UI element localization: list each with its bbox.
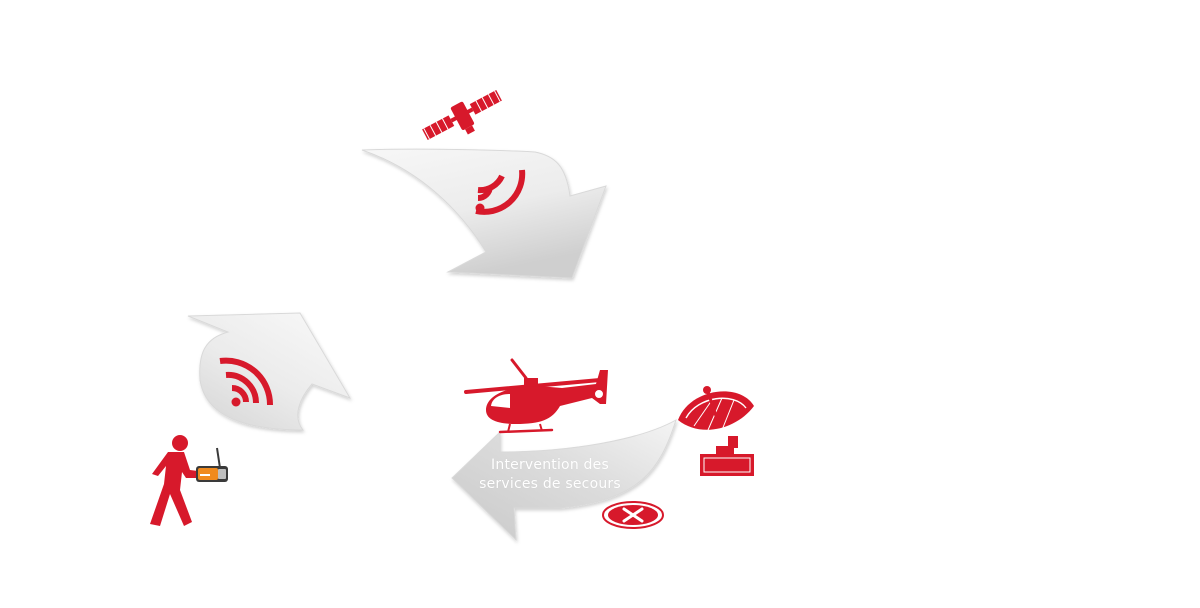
satellite-dish-icon — [678, 386, 754, 476]
walking-person-icon — [150, 435, 206, 526]
rescue-intervention-label: Intervention des services de secours — [452, 456, 648, 494]
emergency-beacon-icon — [196, 447, 228, 482]
arrow-rescue-intervention — [451, 418, 677, 542]
arrow-beacon-to-satellite — [187, 312, 352, 431]
signal-waves-icon — [219, 357, 274, 407]
satellite-icon — [422, 89, 502, 141]
rescue-label-line-1: Intervention des — [491, 457, 609, 473]
signal-waves-icon — [475, 169, 526, 215]
rescue-label-line-2: services de secours — [479, 476, 621, 492]
helicopter-icon — [464, 358, 608, 434]
rescue-cross-badge-icon — [602, 501, 664, 529]
